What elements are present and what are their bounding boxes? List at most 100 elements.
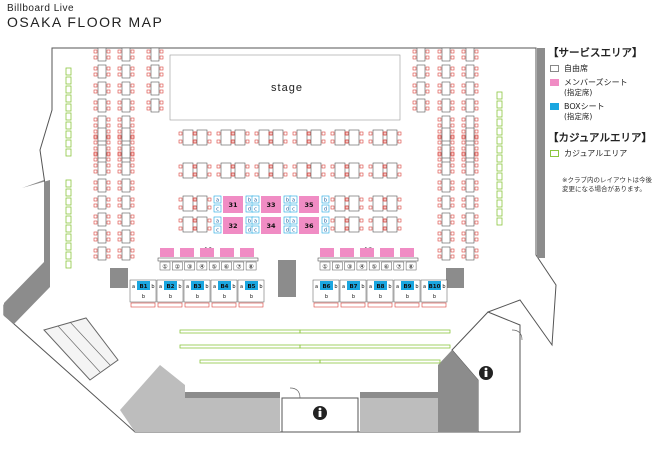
counter-pink-seat	[160, 248, 174, 257]
seat	[383, 218, 388, 223]
table	[465, 161, 475, 176]
counter-pink-seat	[360, 248, 374, 257]
table	[121, 98, 131, 113]
seat	[437, 117, 442, 122]
table	[441, 161, 451, 176]
seat	[117, 49, 122, 54]
seat	[437, 248, 442, 253]
table	[97, 161, 107, 176]
table	[196, 216, 208, 233]
box-side-b: b	[379, 294, 382, 300]
seat	[130, 117, 135, 122]
member-seat-letter: b	[248, 198, 251, 204]
casual-seat	[65, 242, 72, 251]
seat	[193, 226, 198, 231]
seat	[159, 83, 164, 88]
seat	[178, 218, 183, 223]
seat	[269, 131, 274, 136]
seat	[437, 55, 442, 60]
seat	[437, 186, 442, 191]
counter-seat-number: ④	[359, 264, 364, 271]
seat	[117, 214, 122, 219]
seat	[245, 172, 250, 177]
seat	[117, 237, 122, 242]
seat	[178, 139, 183, 144]
seat	[450, 134, 455, 139]
seat	[461, 89, 466, 94]
member-seat-label: メンバーズシート	[564, 78, 628, 87]
seat	[437, 220, 442, 225]
seat	[450, 89, 455, 94]
seat	[93, 248, 98, 253]
seat	[159, 55, 164, 60]
seat	[106, 146, 111, 151]
legend-box-seat: BOXシート (指定席)	[548, 102, 658, 122]
member-seat	[289, 195, 298, 204]
seat	[474, 180, 479, 185]
seat	[437, 123, 442, 128]
seat	[345, 197, 350, 202]
seat	[397, 139, 402, 144]
table	[416, 47, 426, 62]
box-side-b: b	[361, 284, 364, 290]
seat	[269, 164, 274, 169]
box-seat-label: B3	[193, 284, 201, 290]
door-icons	[289, 329, 523, 399]
box-bench	[394, 302, 420, 308]
member-table	[299, 196, 319, 213]
counter-seat	[381, 261, 392, 271]
seat	[306, 139, 311, 144]
seat	[359, 131, 364, 136]
box-side-a: a	[369, 284, 372, 290]
member-table	[223, 217, 243, 234]
seat	[321, 139, 326, 144]
seat	[106, 140, 111, 145]
seat	[159, 89, 164, 94]
seat	[93, 186, 98, 191]
seat	[437, 72, 442, 77]
box-side-b: b	[205, 284, 208, 290]
seat	[93, 197, 98, 202]
casual-label: カジュアルエリア	[564, 149, 628, 158]
seat	[106, 66, 111, 71]
seat	[146, 66, 151, 71]
member-seat	[213, 204, 222, 213]
seat	[146, 106, 151, 111]
counter-pink-seat	[240, 248, 254, 257]
seat	[425, 72, 430, 77]
member-seat-letter: b	[286, 219, 289, 225]
table	[465, 115, 475, 130]
seat	[344, 131, 349, 136]
seat	[450, 197, 455, 202]
seat	[382, 164, 387, 169]
column	[278, 260, 296, 297]
free-seat-label: 自由席	[564, 64, 588, 73]
box-bench	[130, 302, 156, 308]
seat	[450, 146, 455, 151]
seat	[254, 131, 259, 136]
seat	[192, 197, 197, 202]
seat	[450, 186, 455, 191]
box-seat	[428, 281, 441, 290]
counter-seat	[319, 261, 331, 271]
seat	[117, 123, 122, 128]
seat	[146, 55, 151, 60]
seat	[412, 83, 417, 88]
table	[386, 216, 398, 233]
seat	[359, 164, 364, 169]
casual-seat	[65, 148, 72, 157]
lower-wall-right	[360, 392, 438, 398]
column	[446, 268, 464, 288]
seat	[106, 180, 111, 185]
seat	[130, 157, 135, 162]
box-side-b: b	[334, 284, 337, 290]
seat	[231, 172, 236, 177]
seat	[231, 139, 236, 144]
legend-service-title: 【サービスエリア】	[548, 47, 643, 59]
lower-mid-floor	[185, 392, 280, 432]
seat	[192, 164, 197, 169]
casual-seat	[65, 76, 72, 85]
seat	[130, 197, 135, 202]
seat	[130, 135, 135, 140]
